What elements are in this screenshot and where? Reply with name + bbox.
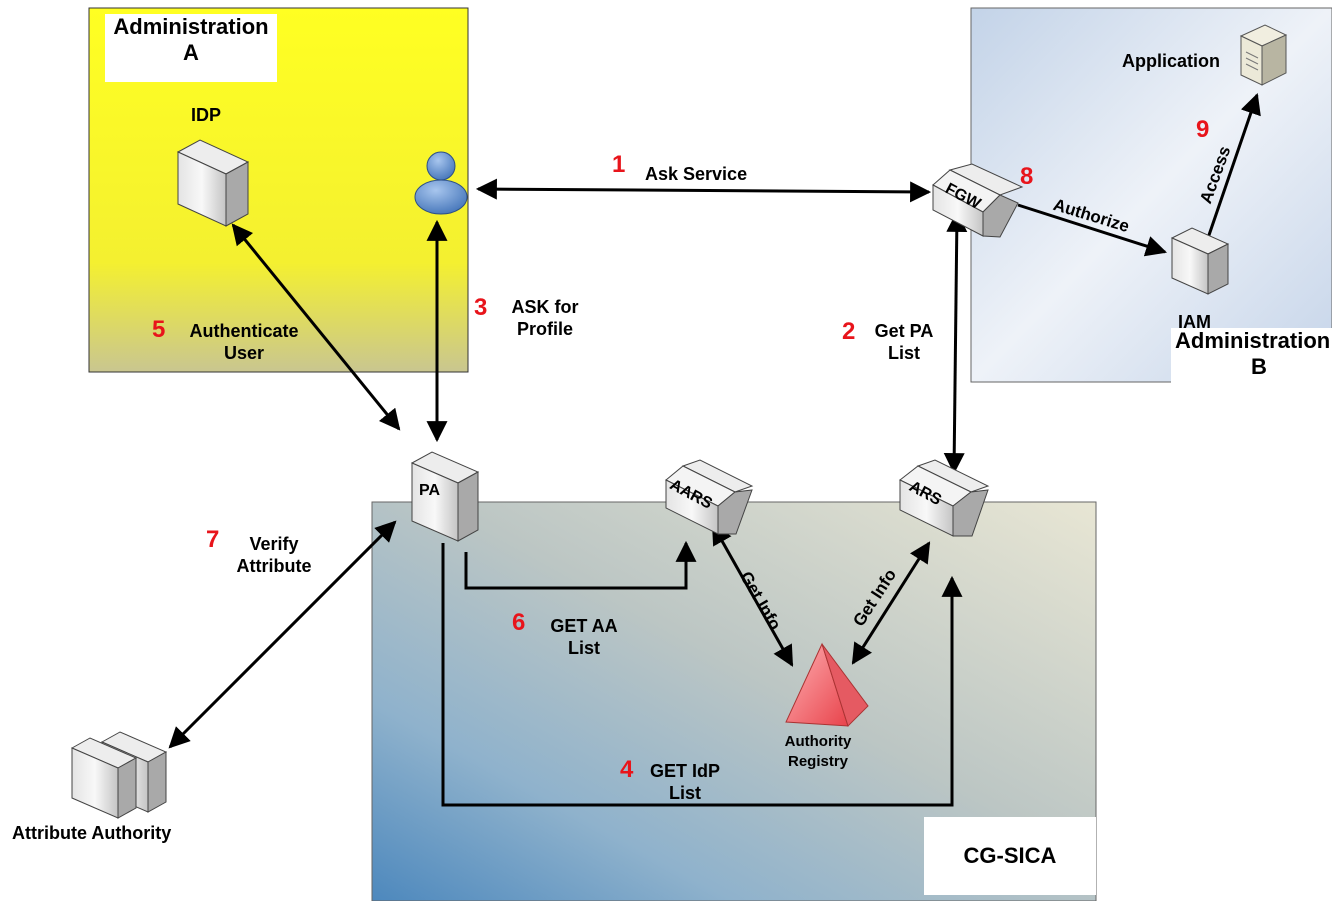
administration-b-title-line2: B <box>1251 354 1267 379</box>
step-4-number: 4 <box>620 756 634 783</box>
step-8-number: 8 <box>1020 163 1034 190</box>
application-label: Application <box>1122 51 1220 71</box>
aars-server-icon <box>665 459 754 535</box>
step-5-label-line2: User <box>223 343 265 363</box>
edge-ask-service <box>475 178 932 203</box>
step-4-label: GET IdP List <box>640 760 730 804</box>
step-7-label-line1: Verify <box>249 534 299 554</box>
step-9-number: 9 <box>1196 116 1210 143</box>
step-3-label-line2: Profile <box>516 319 573 339</box>
step-1-number: 1 <box>612 151 626 178</box>
edge-get-aa-list <box>464 540 697 590</box>
step-7-label-line2: Attribute <box>236 556 312 576</box>
edge-access <box>1206 93 1261 239</box>
step-3-label: ASK for Profile <box>500 296 590 340</box>
cg-sica-title: CG-SICA <box>924 817 1096 895</box>
step-3-label-line1: ASK for <box>511 297 579 317</box>
iam-server-icon <box>1170 227 1230 295</box>
authority-registry-label: Authority Registry <box>768 732 868 772</box>
administration-b-title: Administration B <box>1171 328 1332 396</box>
step-2-label: Get PA List <box>862 320 946 364</box>
administration-a-title-line2: A <box>183 40 199 65</box>
step-2-label-line1: Get PA <box>874 321 934 341</box>
idp-label: IDP <box>191 105 222 125</box>
edge-authorize <box>1017 203 1168 257</box>
step-6-label-line2: List <box>567 638 600 658</box>
ars-server-icon <box>899 459 990 537</box>
pa-label: PA <box>419 482 441 499</box>
step-7-number: 7 <box>206 526 220 553</box>
idp-server-icon <box>176 139 250 227</box>
step-5-label: Authenticate User <box>176 320 312 364</box>
step-7-label: Verify Attribute <box>226 533 322 577</box>
attribute-authority-server-icon <box>70 731 168 819</box>
user-icon <box>414 151 468 215</box>
fgw-server-icon <box>932 163 1024 238</box>
step-2-label-line2: List <box>887 343 920 363</box>
iam-label: IAM <box>1178 312 1211 332</box>
step-6-label: GET AA List <box>534 615 634 659</box>
step-3-number: 3 <box>474 294 488 321</box>
step-6-number: 6 <box>512 609 526 636</box>
step-4-label-line1: GET IdP <box>649 761 720 781</box>
administration-a-title-line1: Administration <box>113 14 269 39</box>
authority-registry-icon <box>785 642 869 727</box>
authority-registry-label-line2: Registry <box>787 753 849 770</box>
application-server-icon <box>1239 24 1288 86</box>
step-5-number: 5 <box>152 316 166 343</box>
step-4-label-line2: List <box>668 783 701 803</box>
step-6-label-line1: GET AA <box>550 616 618 636</box>
step-2-number: 2 <box>842 318 856 345</box>
edge-verify-attribute <box>168 520 397 749</box>
edge-get-idp-list <box>441 543 963 807</box>
administration-a-title: Administration A <box>105 14 277 82</box>
attribute-authority-label: Attribute Authority <box>12 823 172 843</box>
edge-get-pa-list <box>943 210 968 475</box>
edge-get-info-ars <box>851 541 931 665</box>
step-1-label: Ask Service <box>645 164 748 184</box>
authority-registry-label-line1: Authority <box>784 733 852 750</box>
pa-server-icon <box>410 451 480 542</box>
step-5-label-line1: Authenticate <box>189 321 299 341</box>
administration-b-title-line1: Administration <box>1175 328 1331 353</box>
edge-get-info-aars <box>711 523 794 667</box>
edge-authenticate <box>231 223 401 431</box>
